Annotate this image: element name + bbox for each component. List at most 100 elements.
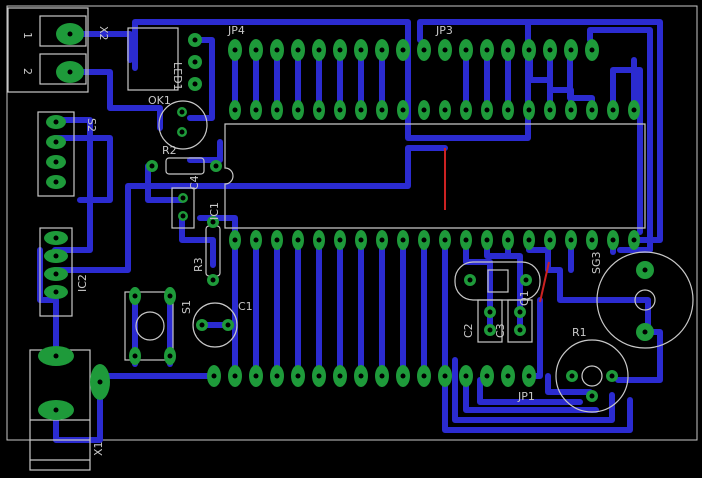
ic1-pad-hole [484, 107, 490, 113]
ic1-pad-hole [547, 107, 553, 113]
led1-pad-hole [192, 37, 198, 43]
ic1-pad-hole [295, 107, 301, 113]
jp1-pad-hole [316, 373, 322, 379]
jp4-pad-hole [400, 47, 406, 53]
ic1-pad-hole [379, 107, 385, 113]
jp3-pad-hole [421, 47, 427, 53]
r2-pad-hole [213, 163, 219, 169]
ic1-pad-hole [610, 107, 616, 113]
ic1-pad-hole [232, 237, 238, 243]
jp1-pad-hole [358, 373, 364, 379]
q1-pad-hole [523, 277, 529, 283]
jp3-pad-hole [442, 47, 448, 53]
jp1-pad-hole [400, 373, 406, 379]
jp1-pad-hole [421, 373, 427, 379]
label-ic2: IC2 [76, 274, 89, 292]
jp1-pad-hole [253, 373, 259, 379]
label-x2-pin1: 1 [21, 32, 34, 39]
ic1-pad-hole [463, 107, 469, 113]
s1-pad-hole [167, 353, 173, 359]
label-x1: X1 [92, 441, 105, 456]
ic1-pad-hole [568, 107, 574, 113]
ic1-pad-hole [463, 237, 469, 243]
c4-pad-hole [180, 195, 186, 201]
ic1-pad-hole [295, 237, 301, 243]
airwire-2 [539, 261, 550, 303]
ic2-pad-hole [53, 289, 59, 295]
pads [38, 23, 654, 420]
silkscreen [7, 7, 694, 471]
x1-pad-hole [53, 353, 59, 359]
ic1-pad-hole [421, 237, 427, 243]
jp1-pad-hole [505, 373, 511, 379]
x1-pad-hole [53, 407, 59, 413]
x2-pad-hole [67, 69, 73, 75]
ic1-pad-hole [316, 237, 322, 243]
jp3-pad-hole [484, 47, 490, 53]
jp1-pad-hole [274, 373, 280, 379]
ic1-pad-hole [400, 237, 406, 243]
label-ok1: OK1 [148, 94, 171, 107]
label-x2-pin2: 2 [21, 68, 34, 75]
ic2-pad-hole [53, 235, 59, 241]
r1-pad-hole [609, 373, 615, 379]
ic1-pad-hole [337, 107, 343, 113]
ic1-pad-hole [358, 237, 364, 243]
jp1-pad-hole [442, 373, 448, 379]
led1-pad-hole [192, 81, 198, 87]
ic2-pad-hole [53, 253, 59, 259]
ic1-pad-hole [421, 107, 427, 113]
ic1-pad-hole [442, 237, 448, 243]
jp1-pad-hole [337, 373, 343, 379]
s1-pad-hole [132, 353, 138, 359]
ic1-pad-hole [526, 107, 532, 113]
ic1-pad-hole [526, 237, 532, 243]
ic1-pad-hole [358, 107, 364, 113]
r3-pad-hole [210, 219, 216, 225]
r1-pad-hole [569, 373, 575, 379]
label-c3: C3 [494, 323, 507, 338]
ic1-pad-hole [547, 237, 553, 243]
label-c1: C1 [238, 300, 253, 313]
jp1-pad-hole [211, 373, 217, 379]
jp3-pad-hole [463, 47, 469, 53]
jp4-pad-hole [316, 47, 322, 53]
label-jp3: JP3 [435, 24, 453, 37]
jp4-pad-hole [232, 47, 238, 53]
c3-pad-hole [517, 327, 523, 333]
jp4-pad-hole [253, 47, 259, 53]
ok1-pad-hole [179, 109, 185, 115]
jp1-pad-hole [379, 373, 385, 379]
ic1-pad-hole [589, 107, 595, 113]
sg3-pad-hole [642, 329, 648, 335]
ic1-pad-hole [274, 237, 280, 243]
s1-pad-hole [167, 293, 173, 299]
jp4-pad-hole [274, 47, 280, 53]
ok1-pad-hole [179, 129, 185, 135]
jp3-pad-hole [505, 47, 511, 53]
label-jp1: JP1 [517, 390, 535, 403]
r2-pad-hole [149, 163, 155, 169]
ic1-pad-hole [568, 237, 574, 243]
ic1-pad-hole [274, 107, 280, 113]
led1-pad-hole [192, 59, 198, 65]
jp3-pad-hole [547, 47, 553, 53]
jp4-pad-hole [358, 47, 364, 53]
jp4-pad-hole [379, 47, 385, 53]
jp3-pad-hole [568, 47, 574, 53]
label-x2: X2 [97, 26, 110, 41]
c4-pad-hole [180, 213, 186, 219]
copper-traces [37, 19, 663, 443]
label-r3: R3 [192, 257, 205, 272]
ic1-pad-hole [316, 107, 322, 113]
label-sg3: SG3 [590, 251, 603, 274]
jp3-pad-hole [589, 47, 595, 53]
jp1-pad-hole [484, 373, 490, 379]
c2-pad-hole [487, 309, 493, 315]
jp3-pad-hole [526, 47, 532, 53]
jp1-pad-hole [526, 373, 532, 379]
label-ic1: IC1 [208, 202, 221, 220]
label-s2: S2 [85, 118, 98, 132]
ic1-pad-hole [610, 237, 616, 243]
